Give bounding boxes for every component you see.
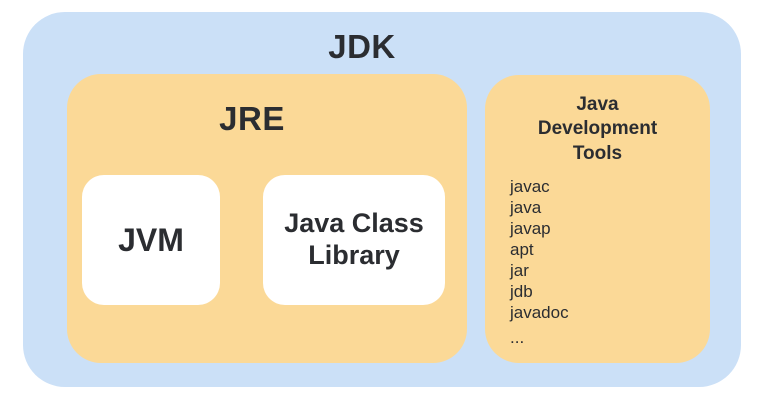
jre-title: JRE — [219, 100, 285, 137]
tools-list: javac java javap apt jar jdb javadoc ... — [510, 176, 710, 348]
tools-list-item: jar — [510, 260, 529, 280]
tools-list-item: javap — [510, 218, 551, 238]
tools-list-item: jdb — [510, 281, 533, 301]
java-class-library-box: Java Class Library — [263, 175, 445, 305]
jdk-container: JDK JRE JVM Java Class Library Java Deve… — [23, 12, 741, 387]
tools-list-item: java — [510, 197, 542, 217]
jvm-label: JVM — [118, 221, 184, 258]
jre-container: JRE JVM Java Class Library — [67, 74, 467, 363]
jvm-box: JVM — [82, 175, 220, 305]
tools-list-item: javadoc — [510, 302, 569, 322]
jdk-title: JDK — [328, 28, 396, 65]
java-development-tools-container: Java Development Tools javac java javap … — [485, 75, 710, 363]
java-class-library-label: Java Class Library — [284, 208, 424, 270]
tools-list-item: apt — [510, 239, 534, 259]
tools-list-item: javac — [510, 176, 550, 196]
java-development-tools-title: Java Development Tools — [537, 94, 658, 164]
tools-list-item-ellipsis: ... — [510, 327, 525, 347]
